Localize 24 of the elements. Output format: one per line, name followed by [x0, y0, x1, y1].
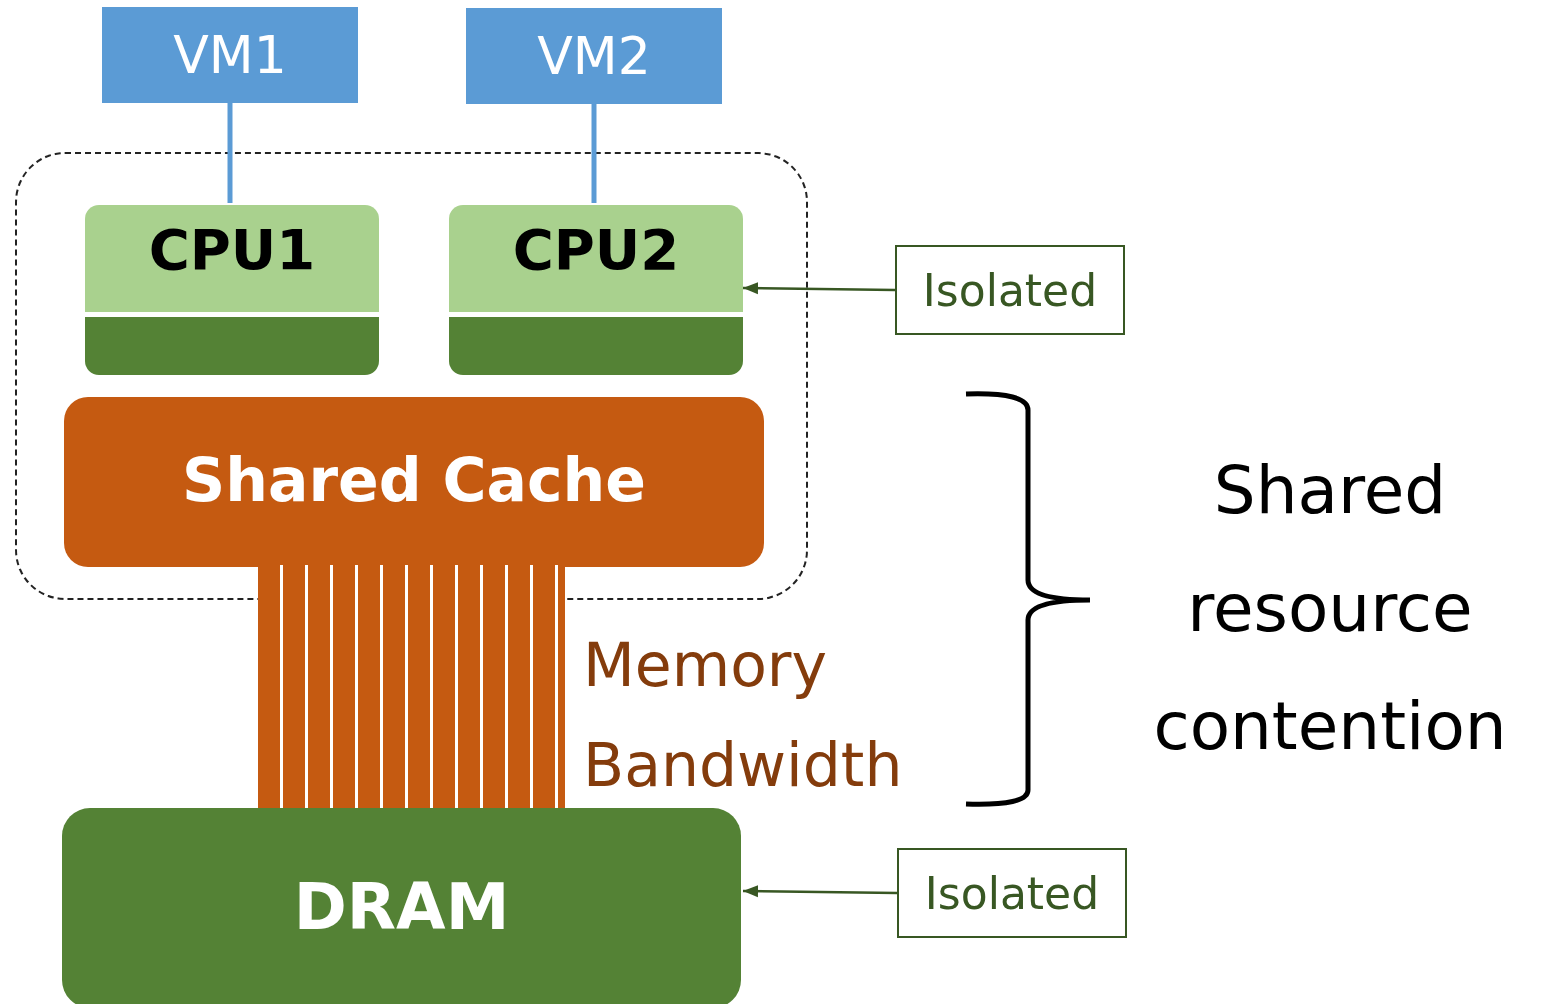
- dram-box: [62, 808, 741, 1004]
- vm-box: [466, 8, 722, 104]
- vm-box: [102, 7, 358, 103]
- callout-box: [897, 848, 1127, 938]
- cpu-box: [449, 205, 743, 375]
- arrow: [743, 282, 895, 295]
- memory-bus: [258, 565, 565, 808]
- connector-line: [227, 103, 233, 203]
- cpu-box: [85, 205, 379, 375]
- status-label: Isolated: [921, 265, 1099, 316]
- cache-box: [64, 397, 764, 567]
- cache-label: Shared Cache: [180, 445, 647, 515]
- side-note: Shared resource contention: [1152, 451, 1508, 767]
- status-label: Isolated: [923, 868, 1101, 919]
- dram-label: DRAM: [292, 870, 511, 944]
- vm-label: VM1: [172, 25, 288, 85]
- arrow: [743, 885, 897, 898]
- bandwidth-label: Memory Bandwidth: [583, 629, 904, 802]
- vm-label: VM2: [536, 26, 652, 86]
- connector-line: [591, 104, 597, 203]
- cpu-label: CPU1: [147, 217, 317, 282]
- callout-box: [895, 245, 1125, 335]
- dashed-region: [15, 152, 808, 600]
- cpu-label: CPU2: [511, 217, 681, 282]
